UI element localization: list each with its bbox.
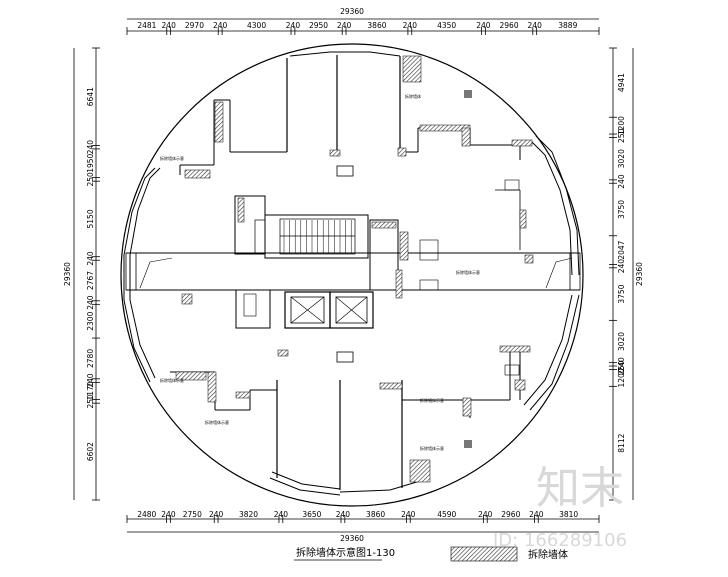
dimension-label: 5150	[86, 209, 95, 228]
dimension-label: 2970	[185, 21, 204, 30]
dimension-label: 240	[213, 21, 228, 30]
dimension-label: 240	[86, 295, 95, 310]
dimension-label: 3650	[302, 510, 321, 519]
left-total-dimension: 29360	[63, 262, 72, 286]
elevator-1	[284, 291, 331, 329]
dimension-label: 2767	[86, 271, 95, 290]
dimension-label: 240	[403, 21, 418, 30]
dimension-label: 240	[401, 510, 416, 519]
dimension-label: 3860	[366, 510, 385, 519]
right-total-dimension: 29360	[635, 262, 644, 286]
dimension-label: 2950	[309, 21, 328, 30]
annotation-2: 拆除墙体	[405, 93, 421, 99]
dimension-label: 2047	[617, 240, 626, 259]
dimension-label: 240	[478, 510, 493, 519]
dimension-label: 1170	[86, 381, 95, 400]
dimension-label: 2480	[137, 510, 156, 519]
dimension-label: 4590	[437, 510, 456, 519]
plan-title: 拆除墙体示意图1-130	[296, 546, 395, 559]
dimension-label: 8112	[617, 433, 626, 452]
dimension-label: 240	[274, 510, 289, 519]
annotation-1: 拆除墙体示意	[160, 155, 184, 161]
dimension-label: 240	[528, 21, 543, 30]
dimension-label: 3750	[617, 200, 626, 219]
dimension-label: 2481	[137, 21, 156, 30]
left-dimension-line: 6641240195025051502402767240230027802401…	[73, 47, 100, 501]
watermark-logo: 知末	[536, 463, 624, 514]
dimension-label: 240	[529, 510, 544, 519]
top-total-dimension: 29360	[340, 7, 364, 16]
annotation-6: 拆除墙体示意	[420, 397, 444, 403]
dimension-label: 2960	[500, 21, 519, 30]
top-dimension-line: 2481 240 2970 240 4300 240 2950 240 3860 240 4350 2…	[126, 18, 600, 35]
annotation-4: 拆除墙体示意	[160, 377, 184, 383]
annotation-7: 拆除墙体示意	[420, 445, 444, 451]
annotation-5: 拆除墙体示意	[205, 419, 229, 425]
dimension-label: 240	[209, 510, 224, 519]
demolished-walls	[175, 55, 534, 483]
corridor	[125, 252, 581, 291]
shaft-inner	[243, 293, 257, 317]
dimension-label: 240	[286, 21, 301, 30]
stair-core	[234, 195, 399, 291]
dimension-label: 3020	[617, 332, 626, 351]
watermark-id: ID: 166289106	[493, 530, 627, 551]
dimension-label: 3810	[559, 510, 578, 519]
dimension-label: 240	[161, 510, 176, 519]
dimension-label: 250	[86, 172, 95, 187]
dimension-label: 250	[617, 128, 626, 143]
dimension-label: 240	[337, 21, 352, 30]
dimension-label: 1950	[86, 153, 95, 172]
dimension-label: 2780	[86, 349, 95, 368]
dimension-label: 2960	[501, 510, 520, 519]
small-markers	[336, 90, 520, 448]
dimension-label: 240	[617, 357, 626, 372]
dimension-label: 240	[476, 21, 491, 30]
dimension-label: 4941	[617, 73, 626, 92]
dimension-label: 6641	[86, 87, 95, 106]
dimension-label: 4350	[437, 21, 456, 30]
right-dimension-line: 4941120025030202403750204724037503020240…	[609, 47, 634, 501]
bottom-dimension-line: 2480 240 2750 240 3820 240 3650 240 3860 240 4590 2…	[126, 510, 600, 533]
bottom-total-dimension: 29360	[340, 534, 364, 543]
annotations: 拆除墙体示意 拆除墙体 拆除墙体示意 拆除墙体示意 拆除墙体示意 拆除墙体示意 …	[160, 93, 480, 451]
legend-label: 拆除墙体	[528, 548, 568, 561]
dimension-label: 2300	[86, 311, 95, 330]
dimension-label: 3820	[239, 510, 258, 519]
outer-round-wall	[120, 43, 584, 507]
dimension-label: 240	[336, 510, 351, 519]
dimension-label: 240	[617, 174, 626, 189]
dimension-label: 6602	[86, 442, 95, 461]
dimension-label: 240	[86, 140, 95, 155]
elevator-2	[329, 291, 374, 329]
dimension-label: 250	[86, 394, 95, 409]
dimension-label: 240	[617, 259, 626, 274]
annotation-3: 拆除墙体示意	[456, 269, 480, 275]
legend-swatch	[450, 546, 518, 562]
dimension-label: 3889	[558, 21, 577, 30]
dimension-label: 250	[617, 360, 626, 375]
dimension-label: 1200	[617, 368, 626, 387]
dimension-label: 240	[86, 373, 95, 388]
dimension-label: 4300	[247, 21, 266, 30]
dimension-label: 3020	[617, 149, 626, 168]
dimension-label: 3860	[367, 21, 386, 30]
dimension-label: 2750	[183, 510, 202, 519]
dimension-label: 1200	[617, 116, 626, 135]
shaft	[235, 289, 271, 329]
dimension-label: 240	[162, 21, 177, 30]
dimension-label: 240	[86, 251, 95, 266]
dimension-label: 3750	[617, 284, 626, 303]
